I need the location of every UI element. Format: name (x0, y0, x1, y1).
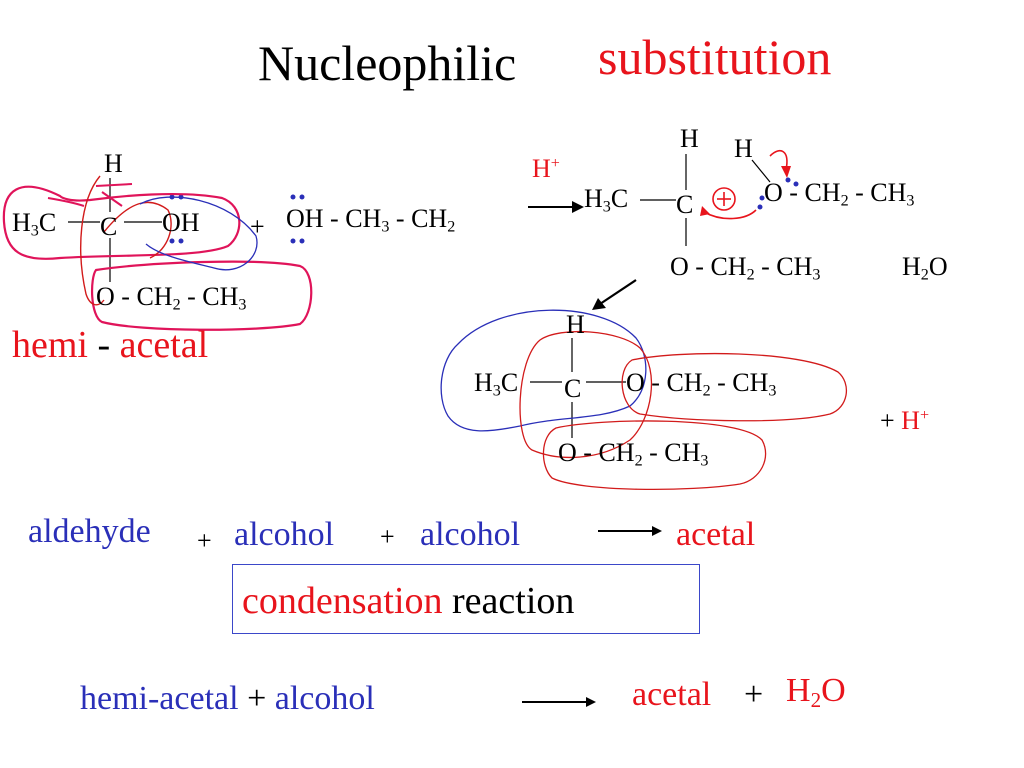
group-ethoxy-right: O - CH2 - CH3 (670, 252, 821, 284)
positive-charge-icon (712, 187, 736, 211)
pink-loop-top (2, 185, 241, 260)
bond-h-o-right (751, 159, 771, 183)
red-arrow-h-o (769, 149, 788, 171)
alcohol-formula: OH - CH3 - CH2 (286, 204, 456, 236)
pink-loop-bottom (90, 260, 313, 331)
atom-h-on-oxygen: H (734, 134, 753, 163)
arrow-3-head (652, 526, 662, 536)
group-h3c-right: H3C (584, 184, 629, 216)
group-h3c-acetal: H3C (474, 368, 519, 400)
pink-strokes (47, 183, 133, 207)
condensation-box (232, 564, 700, 634)
protonated-ethoxy: O - CH2 - CH3 (764, 178, 915, 210)
red-loop-acetal-3 (542, 420, 767, 491)
arrow-1-head (572, 201, 584, 213)
group-h3c-left: H3C (12, 208, 57, 240)
atom-c-left: C (100, 212, 118, 241)
title-nucleophilic: Nucleophilic (258, 35, 517, 91)
catalyst-h-plus: H+ (532, 154, 560, 183)
group-ethoxy-left: O - CH2 - CH3 (96, 282, 247, 314)
condensation-reaction-label: condensation reaction (242, 580, 575, 622)
plus-sign-left: + (250, 212, 265, 241)
summary-plus-1: + (197, 526, 212, 555)
summary-alcohol-1: alcohol (234, 516, 335, 553)
water-molecule-top: H2O (902, 252, 948, 284)
group-ethoxy-acetal-right: O - CH2 - CH3 (626, 368, 777, 400)
red-arrow-to-c (703, 209, 757, 220)
atom-h-acetal: H (566, 310, 585, 339)
lone-pairs-right (757, 177, 799, 210)
blue-loop-left (139, 196, 258, 271)
atom-c-right: C (676, 190, 694, 219)
summary-hemi-acetal-line: hemi-acetal + alcohol (80, 680, 375, 717)
red-loop-left (80, 175, 172, 306)
red-loop-acetal-2 (621, 352, 848, 422)
summary-alcohol-2: alcohol (420, 516, 521, 553)
atom-h-left: H (104, 149, 123, 178)
hemi-acetal-label: hemi - acetal (12, 324, 209, 366)
group-oh-left: OH (162, 208, 200, 237)
title-substitution: substitution (598, 29, 832, 85)
summary-water: H2O (786, 672, 846, 712)
summary-plus-3: + (744, 676, 764, 713)
summary-plus-2: + (380, 522, 395, 551)
atom-c-acetal: C (564, 374, 582, 403)
summary-aldehyde: aldehyde (28, 513, 151, 550)
group-ethoxy-acetal-down: O - CH2 - CH3 (558, 438, 709, 470)
blue-loop-acetal (440, 309, 647, 432)
arrow-2-head (592, 298, 606, 310)
arrow-2-line (599, 279, 637, 305)
arrow-4-head (586, 697, 596, 707)
summary-acetal-2: acetal (632, 676, 712, 713)
atom-h-right: H (680, 124, 699, 153)
red-loop-acetal-1 (519, 331, 653, 458)
regenerated-h-plus: + H+ (880, 406, 930, 435)
summary-acetal: acetal (676, 516, 756, 553)
